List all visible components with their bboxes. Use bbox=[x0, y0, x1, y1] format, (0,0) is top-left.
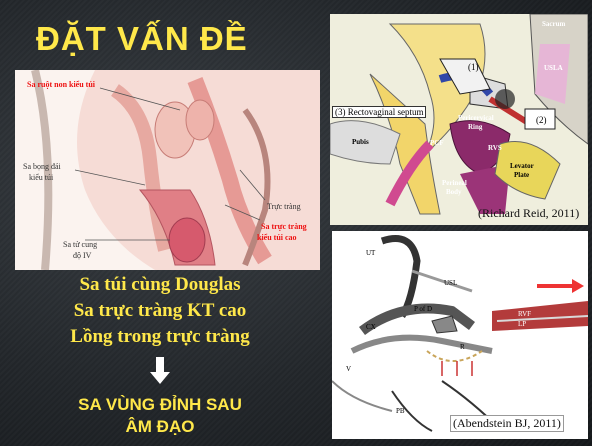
label-levator-1: Levator bbox=[510, 162, 534, 170]
label-high-rectum-2: kiểu túi cao bbox=[257, 233, 297, 242]
text-line-3: Lồng trong trực tràng bbox=[0, 326, 320, 348]
label-uterus-2: độ IV bbox=[73, 251, 91, 260]
label-ut: UT bbox=[366, 249, 375, 257]
arrow-down-icon bbox=[149, 357, 171, 385]
label-rvs: RVS bbox=[488, 144, 502, 152]
conclusion-line-2: ÂM ĐẠO bbox=[0, 417, 320, 437]
label-lp: LP bbox=[518, 320, 526, 328]
label-n1: (1) bbox=[468, 62, 479, 72]
conclusion-line-1: SA VÙNG ĐỈNH SAU bbox=[0, 395, 320, 415]
label-pcf: PCF bbox=[430, 139, 444, 147]
label-uterus-1: Sa tử cung bbox=[63, 240, 97, 249]
label-n2: (2) bbox=[536, 115, 547, 125]
caption-abendstein: (Abendstein BJ, 2011) bbox=[450, 415, 564, 432]
text-line-1: Sa túi cùng Douglas bbox=[0, 274, 320, 296]
label-cx: CX bbox=[366, 323, 376, 331]
label-r: R bbox=[460, 343, 465, 351]
label-perineal-2: Body bbox=[446, 188, 462, 196]
label-pericervical-2: Ring bbox=[468, 123, 482, 131]
slide-title: ĐẶT VẤN ĐỀ bbox=[36, 20, 248, 58]
label-pericervical-1: Pericervical bbox=[458, 114, 494, 122]
label-rectovaginal-septum: (3) Rectovaginal septum bbox=[332, 106, 426, 118]
pelvic-prolapse-illustration: Sa ruột non kiểu túi Sa bọng đái kiểu tú… bbox=[15, 70, 320, 270]
pelvic-support-diagram: (1) (2) (3) Rectovaginal septum Sacrum U… bbox=[330, 14, 588, 225]
pelvic-ligament-diagram: UT USL CX P of D RVF LP R V PB (Abendste… bbox=[332, 231, 588, 439]
label-sacrum: Sacrum bbox=[542, 20, 565, 28]
text-line-2: Sa trực tràng KT cao bbox=[0, 300, 320, 322]
label-high-rectum-1: Sa trực tràng bbox=[261, 222, 307, 231]
label-pb: PB bbox=[396, 407, 405, 415]
label-perineal-1: Perineal bbox=[442, 179, 467, 187]
label-levator-2: Plate bbox=[514, 171, 529, 179]
label-bladder-1: Sa bọng đái bbox=[23, 162, 61, 171]
label-bladder-2: kiểu túi bbox=[29, 173, 53, 182]
caption-reid: (Richard Reid, 2011) bbox=[478, 206, 579, 221]
label-usl: USL bbox=[444, 279, 457, 287]
label-small-bowel: Sa ruột non kiểu túi bbox=[27, 80, 95, 89]
pelvic-ligament-drawing bbox=[332, 231, 588, 439]
label-v: V bbox=[346, 365, 351, 373]
label-usla: USLA bbox=[544, 64, 563, 72]
label-rectum: Trực tràng bbox=[267, 202, 301, 211]
label-pubis: Pubis bbox=[352, 138, 369, 146]
label-rvf: RVF bbox=[518, 310, 531, 318]
label-pofd: P of D bbox=[414, 305, 432, 313]
